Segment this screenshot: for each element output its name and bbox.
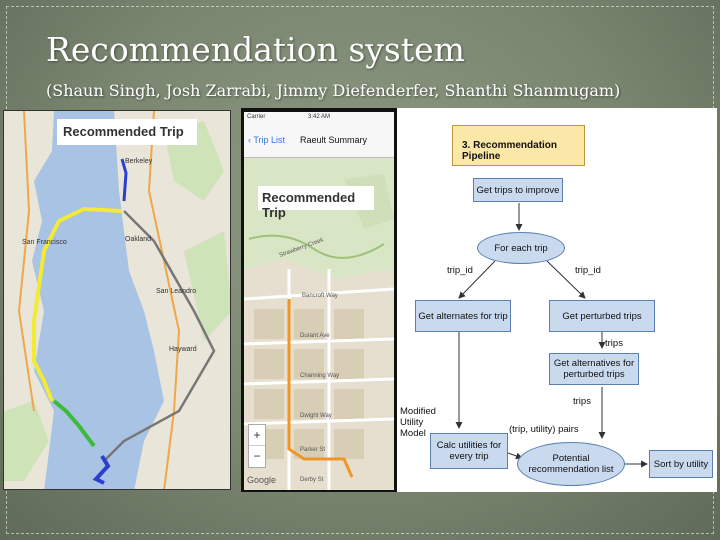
node-potential-list: Potential recommendation list [517, 442, 625, 486]
pipeline-diagram: 3. Recommendation Pipeline Get trips to … [397, 108, 717, 492]
chevron-left-icon: ‹ [248, 135, 254, 145]
edge-label-model: Modified Utility Model [400, 406, 436, 439]
node-get-trips: Get trips to improve [473, 178, 563, 202]
edge-label-trip-id-left: trip_id [447, 265, 473, 276]
edge-label-trip-id-right: trip_id [575, 265, 601, 276]
map-street-label: Channing Way [300, 373, 339, 379]
map-place-label: Oakland [125, 236, 151, 243]
slide-subtitle: (Shaun Singh, Josh Zarrabi, Jimmy Diefen… [46, 81, 621, 100]
map-street-label: Durant Ave [300, 333, 330, 339]
pipeline-title: 3. Recommendation Pipeline [452, 125, 585, 166]
back-button[interactable]: ‹ Trip List [248, 135, 285, 145]
back-button-label: Trip List [253, 135, 286, 145]
node-for-each-trip: For each trip [477, 232, 565, 264]
zoom-out-button[interactable]: − [253, 449, 261, 463]
phone-recommended-trip-label: Recommended Trip [258, 186, 374, 220]
map-street-label: Derby St [300, 477, 324, 483]
bay-area-map-drawing: San Francisco Oakland San Leandro Haywar… [4, 111, 230, 489]
node-get-alternates: Get alternates for trip [415, 300, 511, 332]
node-get-perturbed: Get perturbed trips [549, 300, 655, 332]
map-place-label: San Francisco [22, 239, 67, 246]
edge-label-pairs: (trip, utility) pairs [509, 424, 579, 435]
status-bar: Carrier 3:42 AM [244, 112, 394, 124]
google-logo: Google [247, 475, 277, 485]
carrier-label: Carrier [247, 114, 266, 120]
recommended-trip-label: Recommended Trip [57, 119, 197, 145]
nav-bar: ‹ Trip List Raeult Summary [244, 124, 394, 158]
edge-label-trips-1: trips [605, 338, 623, 349]
phone-screen: Carrier 3:42 AM ‹ Trip List Raeult Summa… [244, 112, 394, 490]
phone-simulator: Carrier 3:42 AM ‹ Trip List Raeult Summa… [241, 108, 397, 492]
status-time: 3:42 AM [308, 114, 331, 120]
map-place-label: Berkeley [125, 158, 153, 165]
map-place-label: Hayward [169, 346, 197, 353]
slide-title: Recommendation system [46, 30, 465, 69]
edge-label-trips-2: trips [573, 396, 591, 407]
node-alternatives-perturbed: Get alternatives for perturbed trips [549, 353, 639, 385]
zoom-in-button[interactable]: + [249, 425, 265, 446]
zoom-control: + − [248, 424, 266, 468]
node-calc-utilities: Calc utilities for every trip [430, 433, 508, 469]
nav-title: Raeult Summary [300, 135, 368, 145]
pipeline-arrows [455, 203, 648, 468]
map-street-label: Dwight Way [300, 413, 332, 419]
map-street-label: Bancroft Way [302, 293, 338, 299]
map-place-label: San Leandro [156, 288, 196, 295]
map-street-label: Parker St [300, 447, 325, 453]
bay-area-map: San Francisco Oakland San Leandro Haywar… [3, 110, 231, 490]
node-sort-by-utility: Sort by utility [649, 450, 713, 478]
